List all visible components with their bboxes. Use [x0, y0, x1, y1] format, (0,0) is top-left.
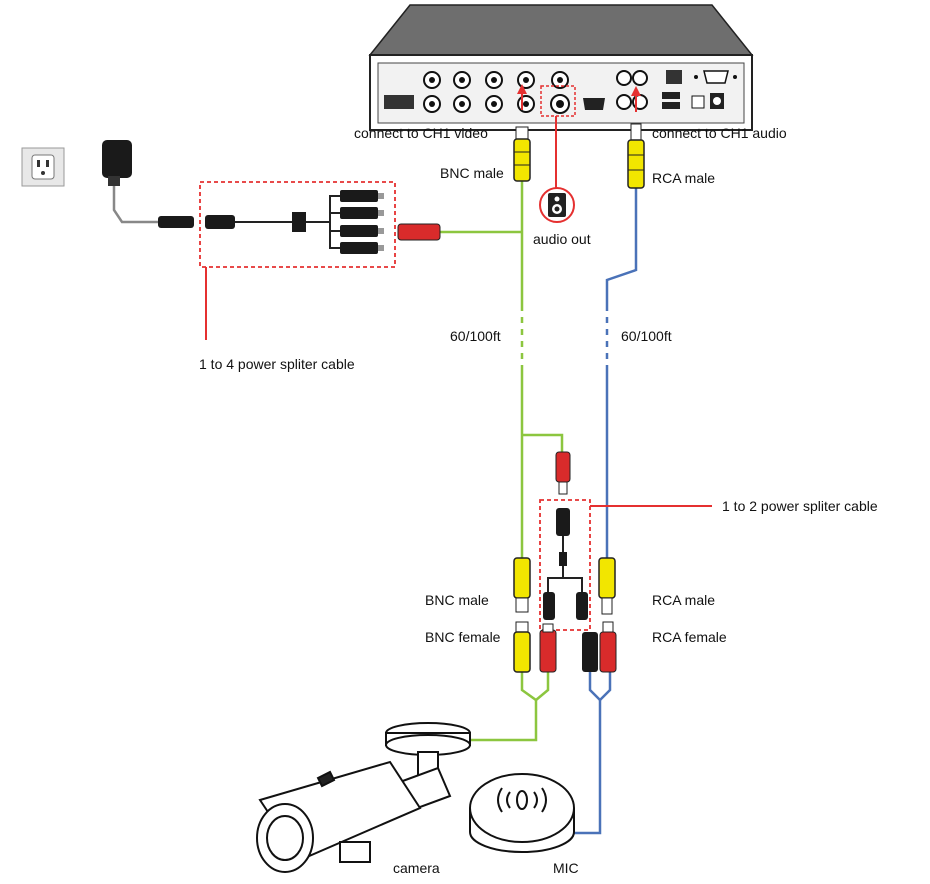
rca-male-connector-top [627, 123, 645, 189]
camera-icon [256, 722, 471, 873]
label-rca-female: RCA female [652, 629, 727, 645]
label-splitter-2: 1 to 2 power spliter cable [722, 498, 878, 514]
rca-male-connector-bottom [598, 557, 616, 615]
bnc-male-connector-bottom [513, 557, 531, 613]
black-connector [582, 632, 598, 672]
bnc-female-connector [513, 621, 531, 673]
rca-female-connector [599, 621, 617, 673]
rca-ports [616, 70, 648, 110]
label-ch1-audio: connect to CH1 audio [652, 125, 787, 141]
power-adapter-icon [102, 140, 170, 224]
label-camera: camera [393, 860, 440, 876]
label-mic: MIC [553, 860, 579, 876]
label-bnc-female: BNC female [425, 629, 501, 645]
label-length-video: 60/100ft [450, 328, 501, 344]
label-ch1-video: connect to CH1 video [354, 125, 488, 141]
hdmi-port [583, 98, 605, 110]
lan-port [666, 70, 682, 84]
video-cable [440, 180, 564, 742]
audio-cable [565, 188, 638, 835]
label-rca-male-bottom: RCA male [652, 592, 715, 608]
vga-port [703, 70, 729, 84]
microphone-icon [469, 773, 575, 853]
dvr-recorder [368, 4, 754, 131]
wall-outlet-icon [21, 147, 65, 187]
label-splitter-4: 1 to 4 power spliter cable [199, 356, 355, 372]
bnc-ports [423, 71, 570, 114]
bnc-male-connector-top [513, 126, 531, 182]
label-bnc-male-top: BNC male [440, 165, 504, 181]
red-power-connector [539, 623, 557, 673]
power-splitter-2 [539, 451, 712, 631]
label-rca-male-top: RCA male [652, 170, 715, 186]
label-length-audio: 60/100ft [621, 328, 672, 344]
speaker-icon [539, 187, 575, 223]
label-audio-out: audio out [533, 231, 591, 247]
power-splitter-4 [158, 181, 441, 340]
label-bnc-male-bottom: BNC male [425, 592, 489, 608]
